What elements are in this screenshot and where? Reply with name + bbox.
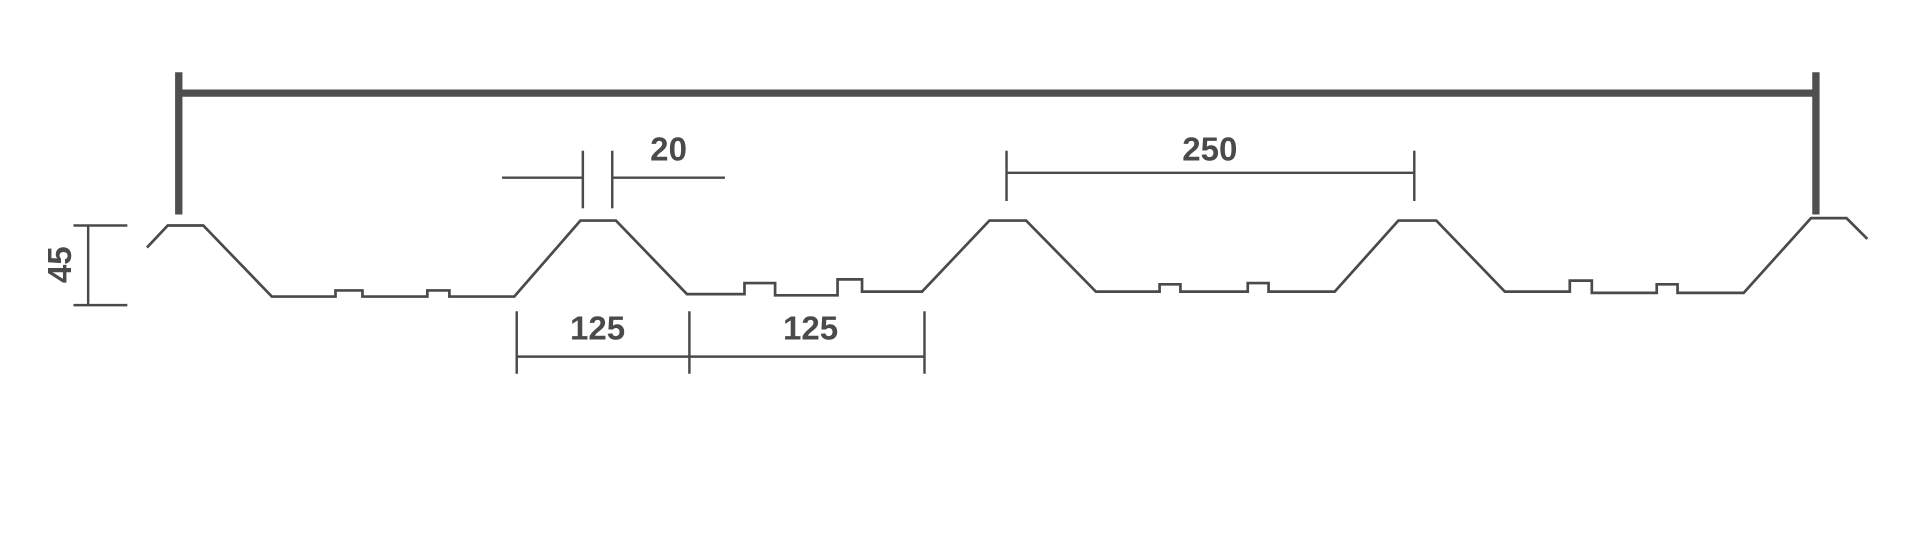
crest-width-dimension: 20 xyxy=(502,132,725,209)
height-dimension: 45 xyxy=(42,224,128,307)
pitch-dimension: 250 xyxy=(1005,132,1416,201)
half-pitch-left-label: 125 xyxy=(570,310,625,347)
half-pitch-dimension: 125 125 xyxy=(515,310,926,374)
height-label: 45 xyxy=(42,246,79,283)
half-pitch-right-label: 125 xyxy=(783,310,838,347)
pitch-label: 250 xyxy=(1182,132,1237,169)
overall-width-dimension xyxy=(175,72,1820,215)
sheet-profile xyxy=(145,216,1869,298)
crest-width-label: 20 xyxy=(650,132,687,169)
